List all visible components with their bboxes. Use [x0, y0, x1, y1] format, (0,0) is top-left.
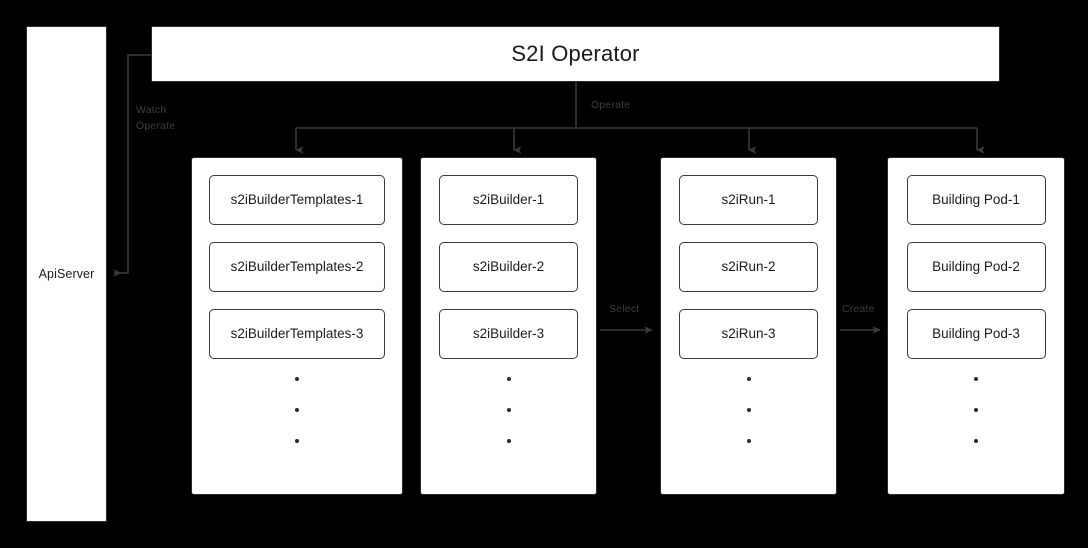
ellipsis-dot: [746, 408, 751, 412]
ellipsis-dot: [974, 439, 978, 443]
apiserver-label: ApiServer: [38, 267, 95, 281]
ellipsis-dot: [295, 408, 299, 412]
ellipsis-dot: [746, 439, 751, 443]
ellipsis-dot: [506, 377, 511, 381]
ellipsis-indicator: [506, 377, 511, 443]
ellipsis-dot: [974, 377, 978, 381]
item-list: Building Pod-1 Building Pod-2 Building P…: [888, 175, 1064, 359]
edge-label-operate-line2: Operate: [136, 119, 176, 132]
edge-label-operate: Operate: [591, 99, 631, 111]
column-building-pod[interactable]: Building Pod-1 Building Pod-2 Building P…: [887, 157, 1065, 495]
ellipsis-dot: [295, 439, 299, 443]
s2i-operator-box[interactable]: S2I Operator: [151, 26, 1000, 82]
list-item[interactable]: Building Pod-3: [906, 309, 1046, 359]
edge-label-watch-line1: Watch: [136, 104, 167, 116]
column-s2ibuildertemplates[interactable]: s2iBuilderTemplates-1 s2iBuilderTemplate…: [191, 157, 403, 495]
list-item[interactable]: s2iRun-2: [679, 242, 818, 292]
item-list: s2iRun-1 s2iRun-2 s2iRun-3: [661, 175, 836, 359]
page-title: S2I Operator: [511, 41, 640, 66]
list-item[interactable]: s2iBuilder-2: [439, 242, 578, 292]
ellipsis-dot: [506, 439, 511, 443]
ellipsis-indicator: [746, 377, 751, 443]
list-item[interactable]: s2iBuilderTemplates-3: [209, 309, 385, 359]
ellipsis-dot: [974, 408, 978, 412]
apiserver-box[interactable]: ApiServer: [26, 26, 107, 522]
list-item[interactable]: s2iRun-3: [679, 309, 818, 359]
edge-watch-operate: [113, 54, 151, 277]
ellipsis-dot: [506, 408, 511, 412]
item-list: s2iBuilder-1 s2iBuilder-2 s2iBuilder-3: [421, 175, 596, 359]
column-s2irun[interactable]: s2iRun-1 s2iRun-2 s2iRun-3: [660, 157, 837, 495]
list-item[interactable]: s2iBuilder-1: [439, 175, 578, 225]
list-item[interactable]: s2iBuilderTemplates-2: [209, 242, 385, 292]
edge-label-select: Select: [609, 303, 640, 315]
ellipsis-indicator: [295, 377, 299, 443]
ellipsis-indicator: [974, 377, 978, 443]
ellipsis-dot: [746, 377, 751, 381]
list-item[interactable]: s2iRun-1: [679, 175, 818, 225]
ellipsis-dot: [295, 377, 299, 381]
edge-label-create: Create: [842, 303, 875, 315]
list-item[interactable]: Building Pod-1: [906, 175, 1046, 225]
list-item[interactable]: s2iBuilderTemplates-1: [209, 175, 385, 225]
list-item[interactable]: s2iBuilder-3: [439, 309, 578, 359]
list-item[interactable]: Building Pod-2: [906, 242, 1046, 292]
item-list: s2iBuilderTemplates-1 s2iBuilderTemplate…: [192, 175, 402, 359]
column-s2ibuilder[interactable]: s2iBuilder-1 s2iBuilder-2 s2iBuilder-3: [420, 157, 597, 495]
